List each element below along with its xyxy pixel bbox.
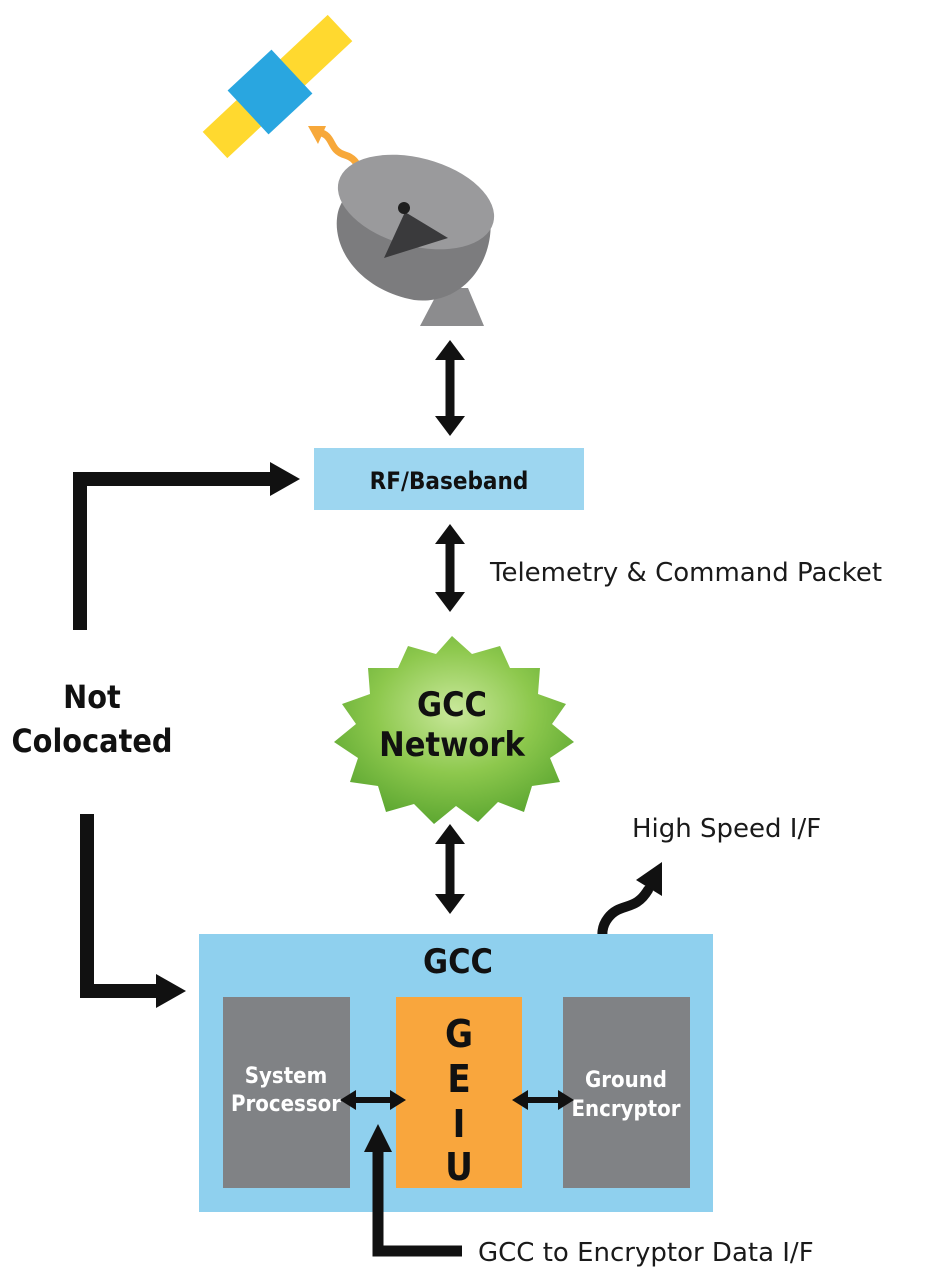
not-colocated-path	[73, 462, 300, 1008]
gcc-title: GCC	[423, 942, 493, 982]
geiu-encryptor-arrow	[512, 1090, 574, 1110]
encryptor-data-label: GCC to Encryptor Data I/F	[478, 1238, 814, 1268]
gcc-network-cloud: GCC Network	[334, 636, 574, 824]
geiu-letter-i: I	[453, 1102, 466, 1146]
geiu-letter-e: E	[447, 1057, 470, 1101]
not-colocated-line1: Not	[63, 678, 121, 716]
gcc-network-line1: GCC	[417, 685, 487, 725]
processor-geiu-arrow	[340, 1090, 406, 1110]
encryptor-data-path	[364, 1124, 462, 1257]
satellite-dish-icon	[336, 154, 495, 326]
geiu-letter-u: U	[445, 1145, 473, 1189]
satellite-icon	[202, 14, 353, 159]
rf-network-arrow	[435, 524, 465, 612]
system-processor-box: System Processor	[223, 997, 350, 1188]
dish-rf-arrow	[435, 340, 465, 436]
high-speed-label: High Speed I/F	[632, 814, 821, 844]
geiu-letter-g: G	[445, 1012, 473, 1056]
system-processor-line1: System	[245, 1064, 327, 1089]
network-gcc-arrow	[435, 824, 465, 914]
ground-encryptor-box: Ground Encryptor	[563, 997, 690, 1188]
gcc-network-line2: Network	[379, 725, 525, 765]
rf-baseband-box: RF/Baseband	[314, 448, 584, 510]
geiu-box: G E I U	[396, 997, 522, 1189]
not-colocated-line2: Colocated	[12, 722, 173, 760]
ground-encryptor-line1: Ground	[585, 1068, 667, 1093]
ground-encryptor-line2: Encryptor	[571, 1097, 680, 1122]
rf-baseband-label: RF/Baseband	[370, 467, 529, 495]
system-processor-line2: Processor	[231, 1092, 341, 1117]
telemetry-label: Telemetry & Command Packet	[489, 558, 882, 588]
